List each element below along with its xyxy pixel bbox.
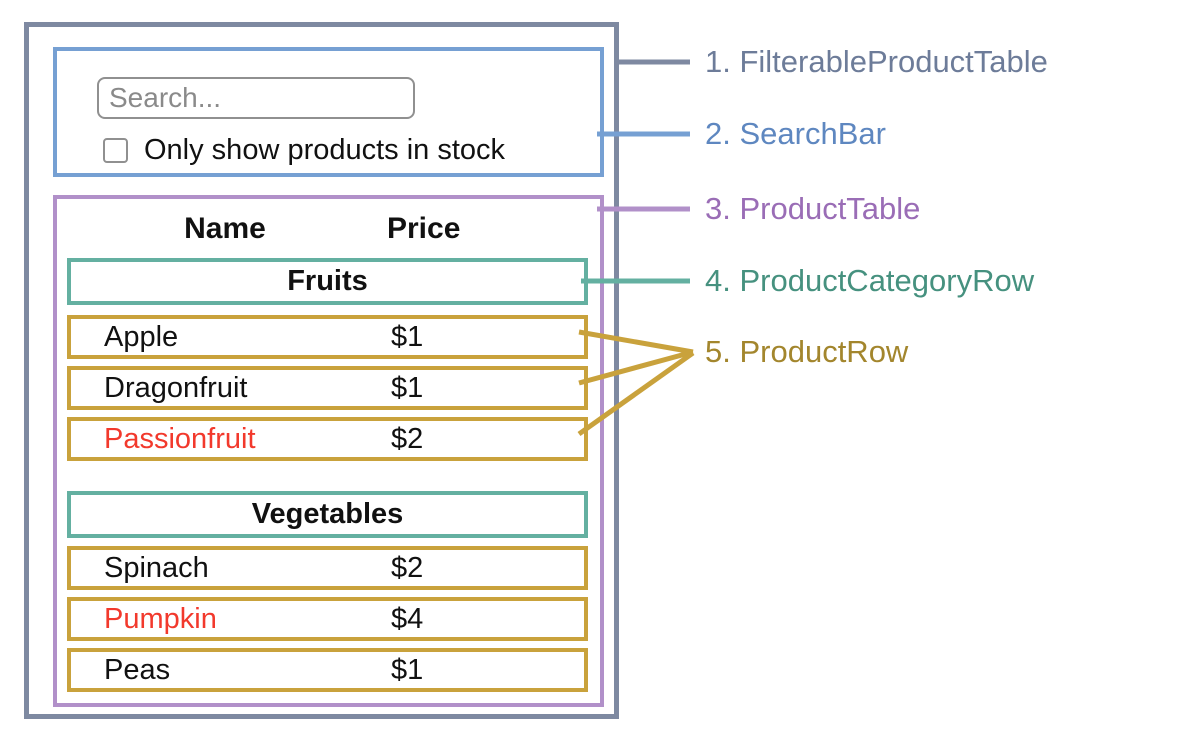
product-price: $1: [391, 320, 424, 353]
filterable-product-table-box: Only show products in stock Name Price F…: [24, 22, 619, 719]
product-name: Spinach: [104, 551, 209, 584]
search-bar-box: Only show products in stock: [53, 47, 604, 177]
annotation-search-bar: 2. SearchBar: [705, 116, 886, 151]
search-input[interactable]: [97, 77, 415, 119]
product-name: Passionfruit: [104, 422, 256, 455]
product-price: $2: [391, 422, 424, 455]
category-label: Fruits: [287, 265, 368, 297]
product-table-box: Name Price Fruits Apple $1 Dragonfruit $…: [53, 195, 604, 707]
price-column-header: Price: [387, 212, 461, 245]
product-name: Apple: [104, 320, 179, 353]
product-price: $2: [391, 551, 424, 584]
product-name: Dragonfruit: [104, 371, 248, 404]
stock-filter-row: Only show products in stock: [103, 133, 600, 166]
category-row-fruits: Fruits: [67, 258, 588, 305]
product-row-peas: Peas $1: [67, 648, 588, 692]
in-stock-checkbox-label: Only show products in stock: [144, 133, 506, 166]
product-row-apple: Apple $1: [67, 315, 588, 359]
annotation-product-table: 3. ProductTable: [705, 191, 921, 226]
category-label: Vegetables: [251, 498, 404, 530]
product-row-pumpkin: Pumpkin $4: [67, 597, 588, 641]
in-stock-checkbox[interactable]: [103, 137, 128, 163]
product-price: $1: [391, 653, 424, 686]
product-row-spinach: Spinach $2: [67, 546, 588, 590]
name-column-header: Name: [184, 212, 266, 245]
product-price: $1: [391, 371, 424, 404]
annotation-product-row: 5. ProductRow: [705, 334, 909, 369]
product-row-passionfruit: Passionfruit $2: [67, 417, 588, 461]
product-name: Pumpkin: [104, 602, 217, 635]
product-row-dragonfruit: Dragonfruit $1: [67, 366, 588, 410]
product-price: $4: [391, 602, 424, 635]
table-header-row: Name Price: [67, 207, 588, 251]
annotation-filterable-product-table: 1. FilterableProductTable: [705, 44, 1048, 79]
product-name: Peas: [104, 653, 171, 686]
annotation-product-category-row: 4. ProductCategoryRow: [705, 263, 1035, 298]
category-row-vegetables: Vegetables: [67, 491, 588, 538]
